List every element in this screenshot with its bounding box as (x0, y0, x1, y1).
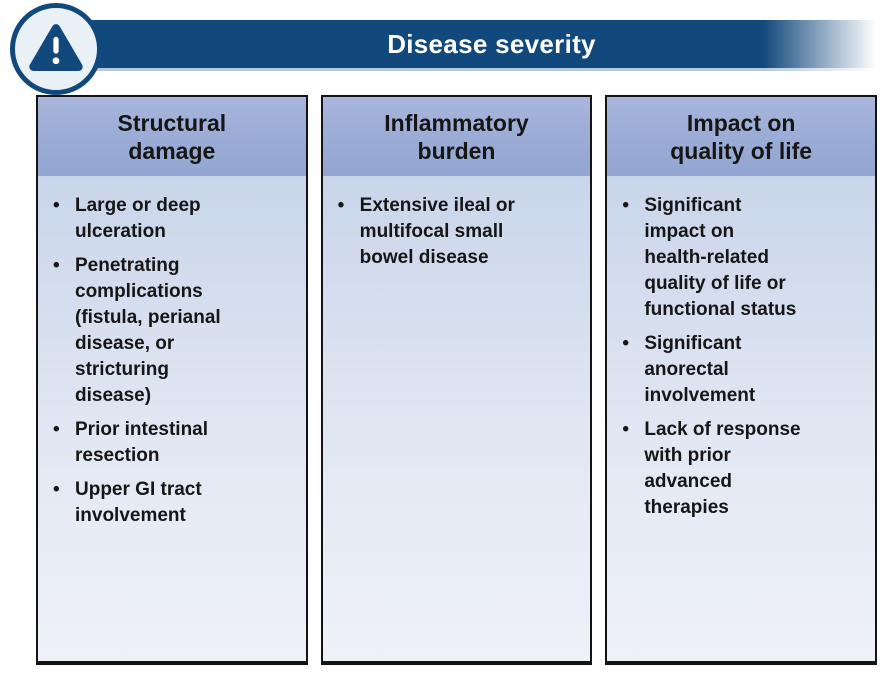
column-body: • Extensive ileal or multifocal small bo… (322, 176, 591, 661)
title-banner: Disease severity (55, 20, 888, 68)
page-title: Disease severity (387, 28, 596, 59)
bullet-list: • Significant impact on health-related q… (618, 193, 869, 521)
list-item-text: Significant anorectal involvement (644, 333, 756, 406)
column-structural-damage: Structural damage • Large or deep ulcera… (36, 95, 308, 665)
bullet-icon: • (622, 333, 629, 354)
bullet-icon: • (53, 255, 60, 276)
list-item: • Prior intestinal resection (49, 417, 300, 469)
column-impact-quality-of-life: Impact on quality of life • Significant … (605, 95, 878, 665)
list-item-text: Significant impact on health-related qua… (644, 195, 797, 320)
column-header: Impact on quality of life (607, 97, 876, 176)
column-inflammatory-burden: Inflammatory burden • Extensive ileal or… (320, 95, 593, 665)
list-item-text: Lack of response with prior advanced the… (644, 419, 801, 518)
bullet-icon: • (622, 419, 629, 440)
list-item-text: Prior intestinal resection (75, 419, 209, 466)
bullet-icon: • (622, 195, 629, 216)
column-header: Inflammatory burden (322, 97, 591, 176)
column-body: • Significant impact on health-related q… (607, 176, 876, 661)
banner-underline (55, 68, 888, 71)
list-item: • Lack of response with prior advanced t… (618, 417, 869, 521)
list-item: • Significant impact on health-related q… (618, 193, 869, 323)
list-item: • Large or deep ulceration (49, 193, 300, 245)
list-item: • Extensive ileal or multifocal small bo… (334, 193, 585, 271)
list-item: • Penetrating complications (fistula, pe… (49, 253, 300, 409)
list-item-text: Upper GI tract involvement (75, 479, 202, 526)
bullet-icon: • (53, 419, 60, 440)
criteria-columns: Structural damage • Large or deep ulcera… (36, 95, 878, 665)
bullet-icon: • (337, 195, 345, 216)
warning-triangle-icon (29, 24, 83, 72)
list-item: • Upper GI tract involvement (49, 477, 300, 529)
bullet-list: • Large or deep ulceration • Penetrating… (49, 193, 300, 529)
bullet-list: • Extensive ileal or multifocal small bo… (334, 193, 585, 271)
list-item-text: Large or deep ulceration (75, 195, 201, 242)
column-body: • Large or deep ulceration • Penetrating… (38, 176, 306, 661)
warning-icon (10, 3, 102, 95)
list-item-text: Extensive ileal or multifocal small bowe… (359, 195, 515, 268)
column-header: Structural damage (38, 97, 306, 176)
bullet-icon: • (53, 195, 60, 216)
bullet-icon: • (53, 479, 60, 500)
list-item: • Significant anorectal involvement (618, 331, 869, 409)
list-item-text: Penetrating complications (fistula, peri… (75, 255, 221, 406)
